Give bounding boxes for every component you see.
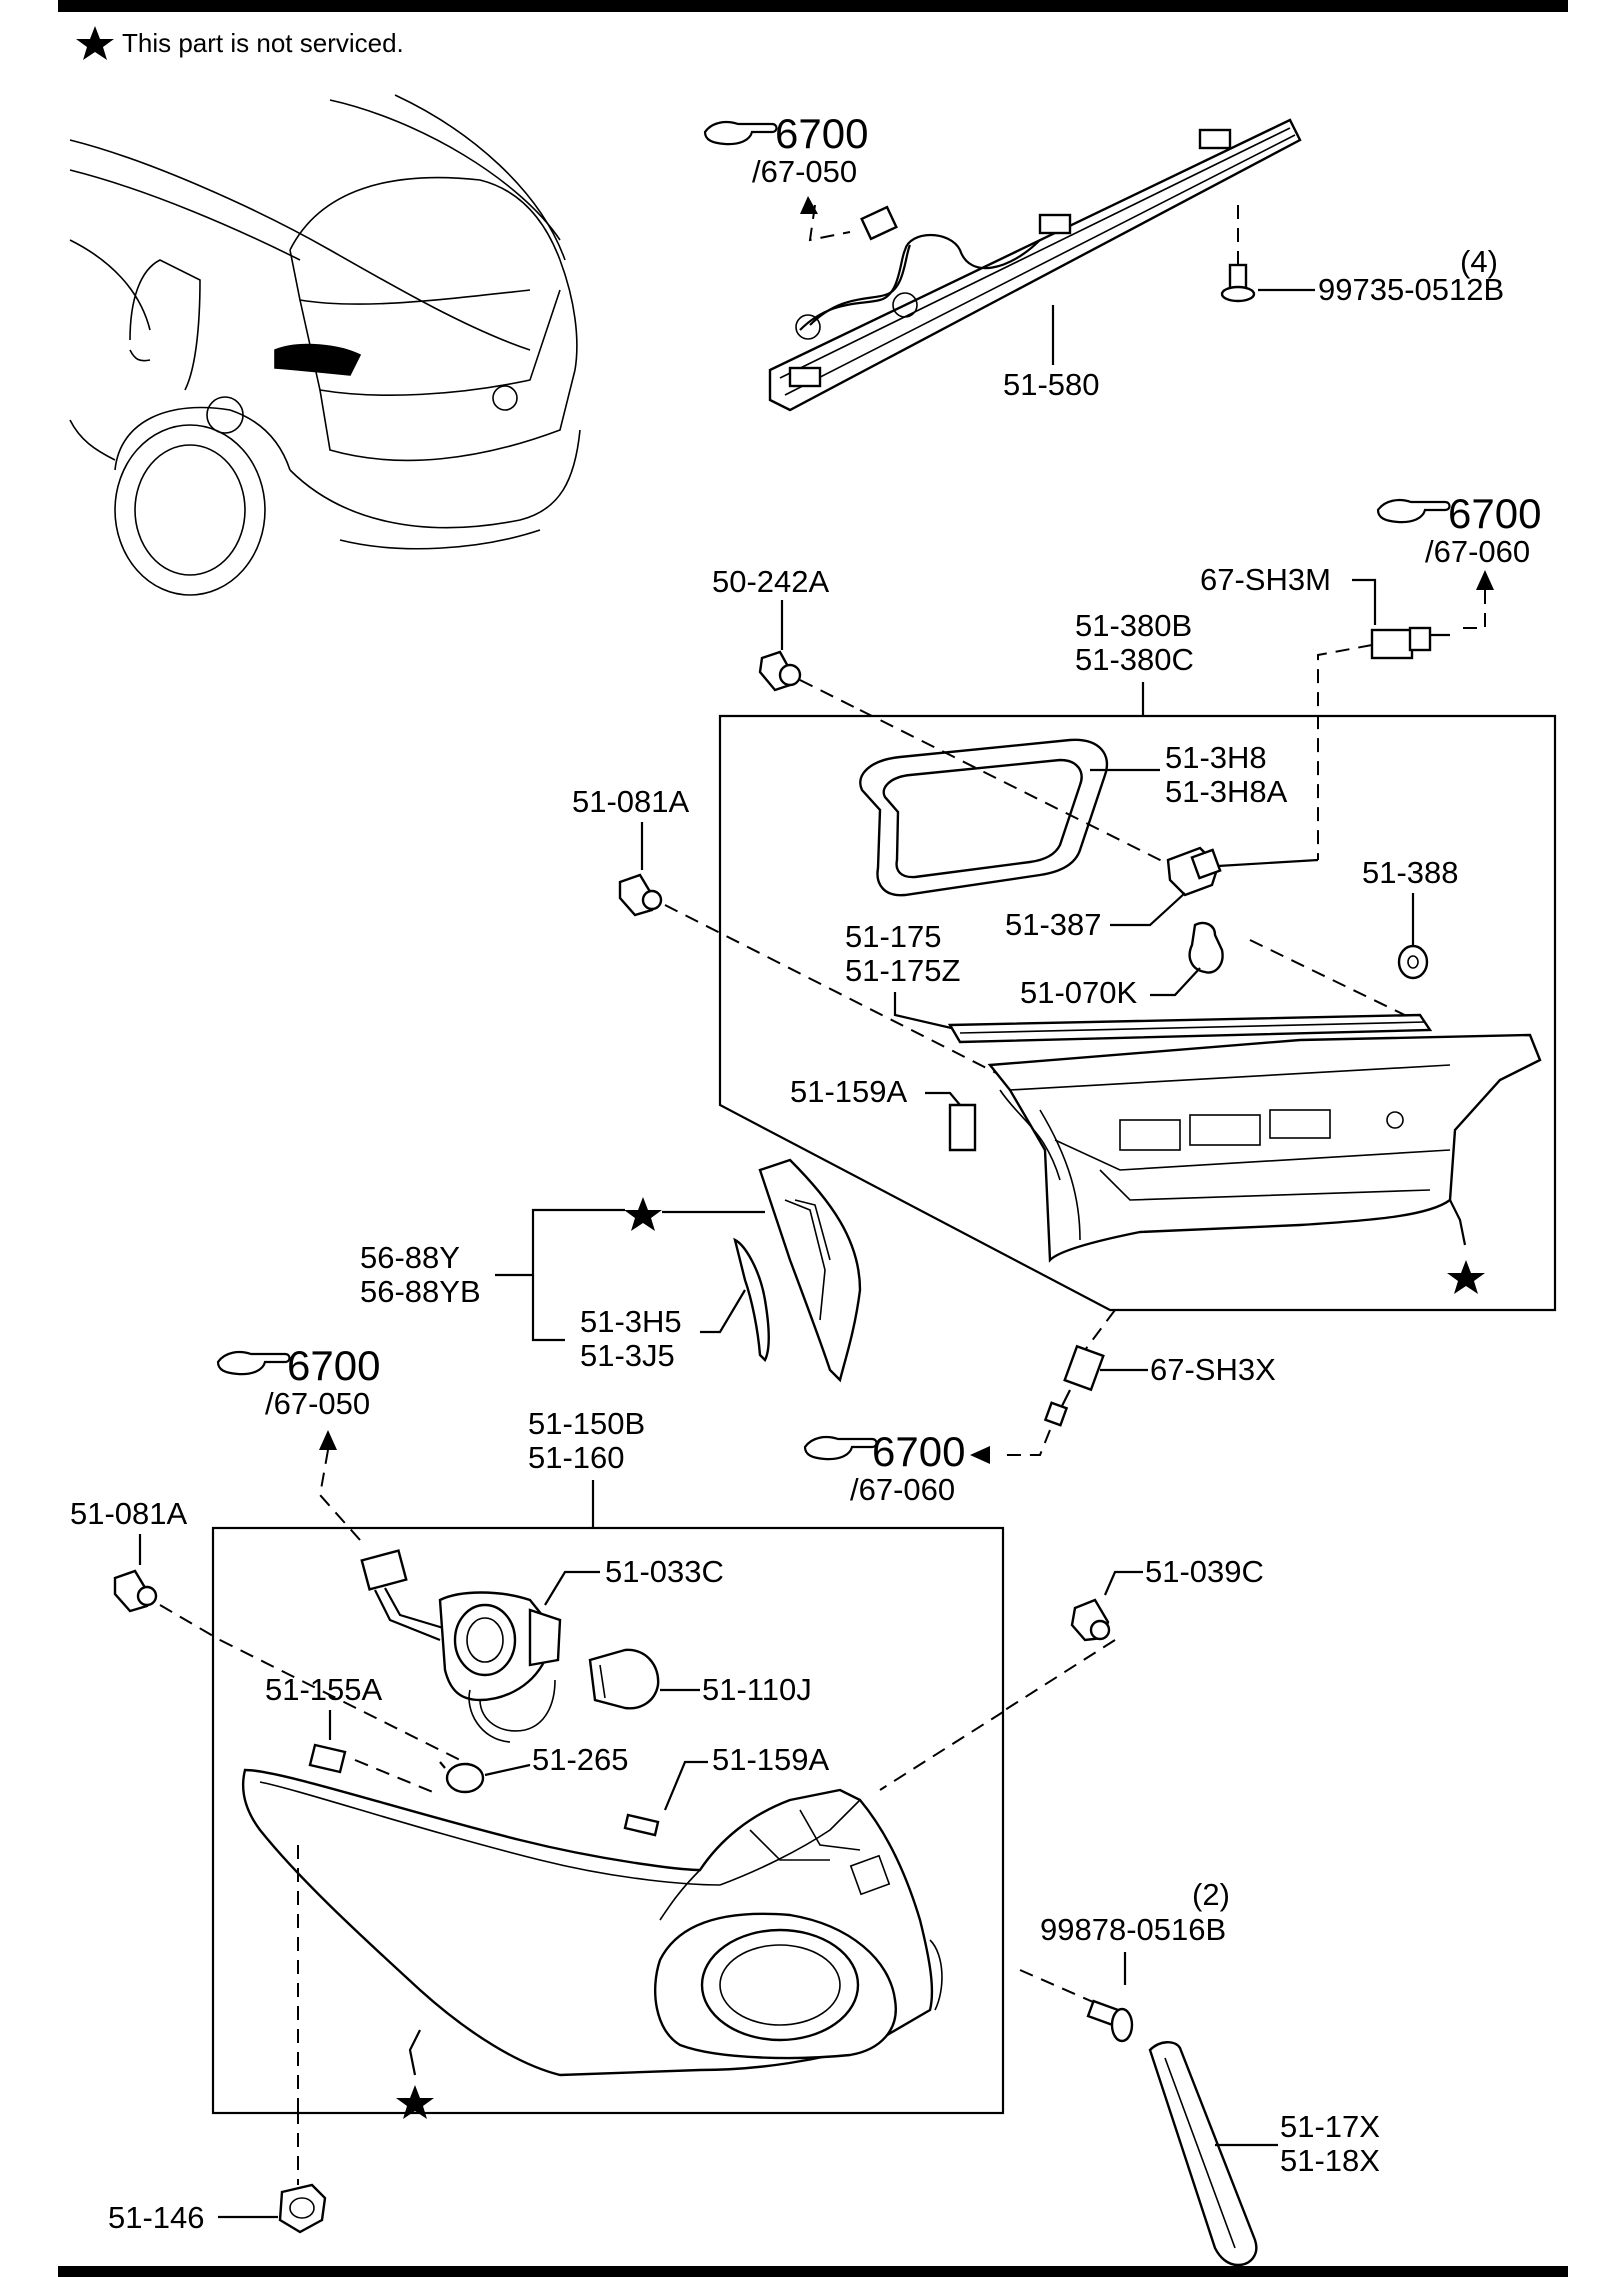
label-51-110J: 51-110J: [702, 1672, 812, 1707]
svg-text:/67-050: /67-050: [752, 154, 857, 189]
label-plate-51-155A: [308, 1743, 347, 1774]
grommet-51-265: [439, 1761, 485, 1794]
bulb-51-070K: [1188, 921, 1224, 974]
ref-6700-middle: 6700 /67-060: [803, 1428, 965, 1507]
header-note: This part is not serviced.: [122, 28, 404, 58]
label-51-081A-top: 51-081A: [572, 784, 690, 819]
high-mount-stop-lamp: [768, 118, 1302, 412]
svg-text:/67-060: /67-060: [850, 1472, 955, 1507]
svg-text:/67-050: /67-050: [265, 1386, 370, 1421]
label-51-380C: 51-380C: [1075, 642, 1194, 677]
ref-6700-left: 6700 /67-050: [216, 1342, 380, 1421]
label-99878-0516B: 99878-0516B: [1040, 1912, 1226, 1947]
screw-99878: [1086, 1999, 1134, 2043]
label-51-160: 51-160: [528, 1440, 625, 1475]
ref-6700-top-right: 6700 /67-060: [1376, 490, 1541, 569]
label-99735-0512B: 99735-0512B: [1318, 272, 1504, 307]
star-icon: [396, 2085, 434, 2119]
bottom-border: [58, 2266, 1568, 2277]
gasket-51-3H8: [859, 738, 1109, 897]
label-51-159A-bottom: 51-159A: [712, 1742, 830, 1777]
label-51-033C: 51-033C: [605, 1554, 724, 1589]
label-51-175: 51-175: [845, 919, 942, 954]
hand-pointer-icon: [216, 1351, 291, 1376]
label-51-155A: 51-155A: [265, 1672, 383, 1707]
lower-assembly-box: [211, 1526, 1005, 2115]
label-51-070K: 51-070K: [1020, 975, 1138, 1010]
label-50-242A: 50-242A: [712, 564, 830, 599]
label-51-159A-top: 51-159A: [790, 1074, 908, 1109]
clip-50-242A: [758, 650, 802, 692]
label-plate-51-159A-bottom: [623, 1813, 660, 1837]
connector-67-SH3M: [1370, 626, 1450, 660]
qty-4: (4): [1460, 244, 1498, 279]
label-51-3J5: 51-3J5: [580, 1338, 675, 1373]
label-51-3H8A: 51-3H8A: [1165, 774, 1288, 809]
upper-assembly-box: [718, 714, 1557, 1312]
label-51-150B: 51-150B: [528, 1406, 645, 1441]
label-51-17X: 51-17X: [1280, 2109, 1380, 2144]
hand-pointer-icon: [803, 1436, 878, 1461]
label-51-18X: 51-18X: [1280, 2143, 1380, 2178]
rear-combination-lamp-body: [241, 1768, 943, 2110]
label-51-039C: 51-039C: [1145, 1554, 1264, 1589]
label-51-146: 51-146: [108, 2200, 205, 2235]
star-icon: [76, 26, 114, 60]
label-51-081A-bottom: 51-081A: [70, 1496, 188, 1531]
connector-67-SH3X: [1043, 1344, 1105, 1427]
svg-text:6700: 6700: [775, 110, 868, 157]
hand-pointer-icon: [703, 121, 778, 146]
label-67-SH3M: 67-SH3M: [1200, 562, 1331, 597]
label-51-3H5: 51-3H5: [580, 1304, 682, 1339]
label-51-388: 51-388: [1362, 855, 1459, 890]
svg-text:/67-060: /67-060: [1425, 534, 1530, 569]
label-51-3H8: 51-3H8: [1165, 740, 1267, 775]
clip-51-146: [278, 2183, 327, 2234]
hand-pointer-icon: [1376, 499, 1451, 524]
svg-text:6700: 6700: [1448, 490, 1541, 537]
ref-6700-top-left: 6700 /67-050: [703, 110, 868, 189]
label-51-580: 51-580: [1003, 367, 1100, 402]
reflector-51-17X: [1148, 2041, 1258, 2267]
label-plate-51-159A-top: [948, 1103, 977, 1152]
label-51-387: 51-387: [1005, 907, 1102, 942]
top-border: [58, 0, 1568, 12]
garnish-56-88Y: [733, 1158, 862, 1383]
star-icon: [624, 1197, 662, 1231]
label-56-88YB: 56-88YB: [360, 1274, 481, 1309]
socket-51-387: [1166, 846, 1319, 897]
rear-combination-lamp-trunk: [987, 1033, 1542, 1263]
clip-51-081A-bottom: [113, 1569, 158, 1613]
screw-99735: [1220, 263, 1256, 303]
clip-51-081A-top: [618, 873, 663, 917]
label-51-265: 51-265: [532, 1742, 629, 1777]
socket-harness-51-033C: [360, 1549, 562, 1743]
clip-51-039C: [1070, 1598, 1111, 1642]
cap-51-388: [1397, 944, 1429, 980]
bulb-51-110J: [588, 1648, 660, 1710]
garnish-strip-51-175: [947, 1013, 1433, 1044]
svg-text:6700: 6700: [872, 1428, 965, 1475]
svg-text:6700: 6700: [287, 1342, 380, 1389]
label-51-380B: 51-380B: [1075, 608, 1192, 643]
qty-2: (2): [1192, 1877, 1230, 1912]
label-56-88Y: 56-88Y: [360, 1240, 460, 1275]
label-67-SH3X: 67-SH3X: [1150, 1352, 1276, 1387]
label-51-175Z: 51-175Z: [845, 953, 960, 988]
vehicle-rear-sketch: [69, 94, 581, 596]
star-icon: [1447, 1260, 1485, 1294]
